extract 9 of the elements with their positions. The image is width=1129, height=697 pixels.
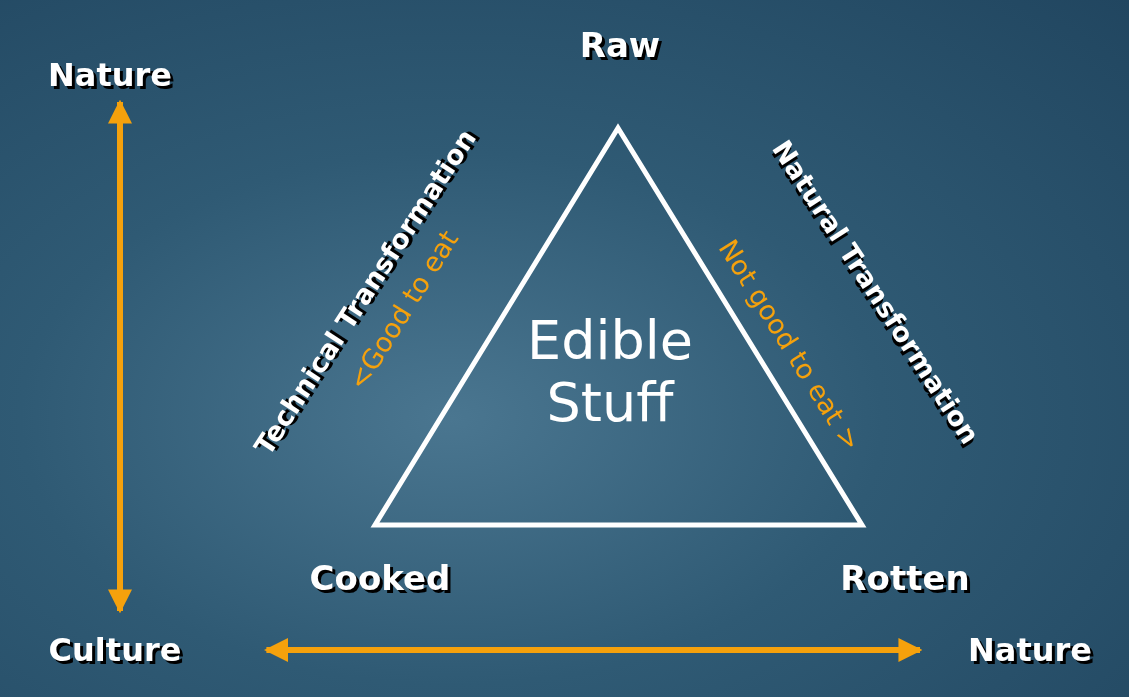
double-arrow bbox=[264, 638, 923, 662]
vertex-label: Raw bbox=[579, 25, 661, 65]
vertex-label: Cooked bbox=[309, 558, 451, 598]
center-label: Edible Stuff bbox=[526, 310, 694, 435]
axis-label: Nature bbox=[48, 56, 172, 94]
axis-label: Nature bbox=[968, 631, 1092, 669]
vertex-label: Rotten bbox=[840, 558, 970, 598]
double-arrow bbox=[108, 99, 132, 614]
axis-label: Culture bbox=[48, 631, 182, 669]
